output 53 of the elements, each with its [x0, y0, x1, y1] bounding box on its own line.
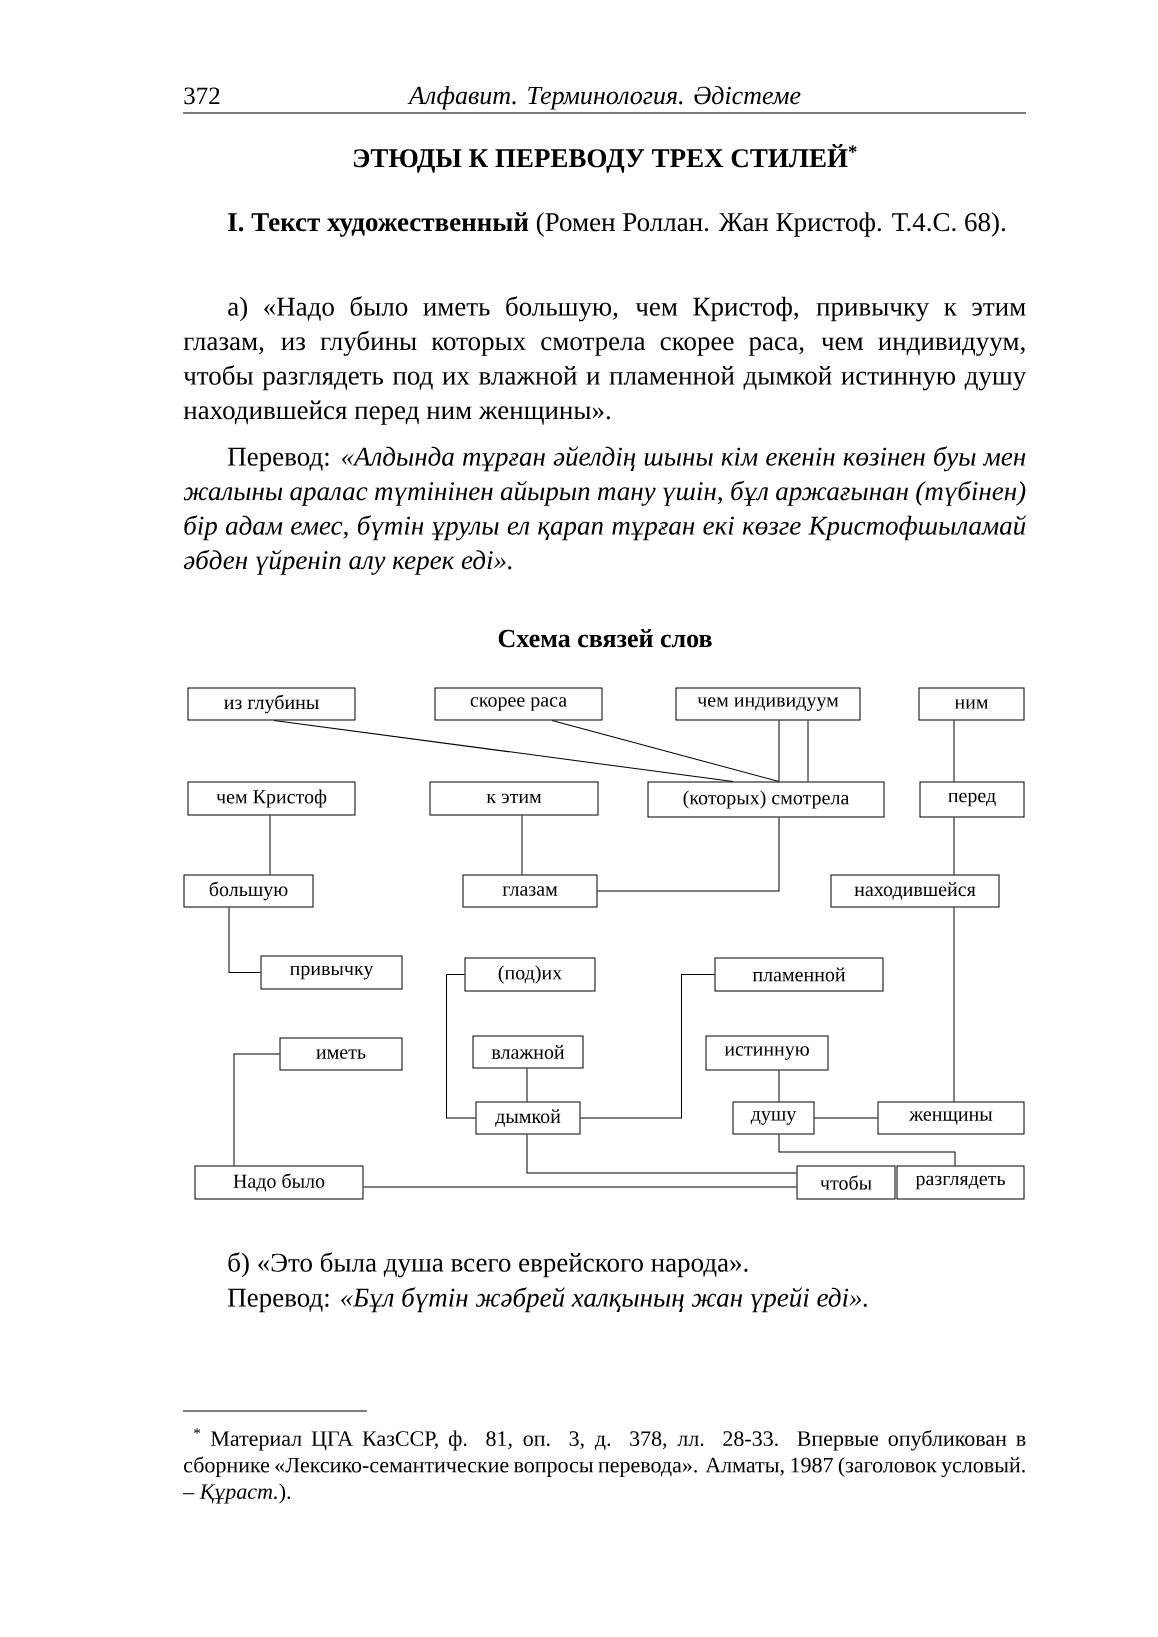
word-box: пламенной [714, 957, 884, 992]
connector-line [778, 1134, 956, 1166]
connector-line [233, 1053, 280, 1166]
connector-line [807, 720, 809, 782]
word-box: разглядеть [896, 1165, 1025, 1200]
connector-line [446, 974, 476, 1119]
connector-line [778, 720, 780, 782]
connector-line [526, 1068, 528, 1102]
connector-line [269, 815, 271, 875]
word-box: ним [918, 687, 1025, 721]
word-box: чтобы [796, 1165, 896, 1200]
word-box: из глубины [187, 687, 356, 721]
connector-line [953, 720, 955, 782]
paragraph: Перевод: «Алдында тұрған әйелдің шыны кім екенін көзінен буы мен жалыны аралас түтінінен айырып тану үшін, бұл аржағынан (түбінен) бір адам емес, бүтін ұрулы ел қарап тұрған екі көзге Кристофшыламай әбден үйреніп алу керек еді». [183, 446, 1026, 575]
word-box: большую [183, 874, 314, 908]
word-box: перед [919, 781, 1025, 818]
word-box: чем Кристоф [187, 781, 356, 816]
word-box: скорее раса [434, 687, 603, 721]
paragraph: а) «Надо было иметь большую, чем Кристоф, привычку к этим глазам, из глубины которых смотрела скорее раса, чем индивидуум, чтобы разглядеть под их влажной и пламенной дымкой истинную душу находившейся перед ним женщины». [183, 296, 1027, 425]
word-box: душу [732, 1101, 815, 1135]
word-box: глазам [462, 874, 598, 908]
connector-line [597, 817, 780, 892]
word-box: дымкой [475, 1101, 581, 1135]
word-box: (которых) смотрела [647, 781, 885, 818]
diagram-title: Схема связей слов [498, 629, 712, 648]
page-number: 372 [184, 87, 220, 105]
paragraph: I. Текст художественный (Ромен Роллан. Жан Кристоф. Т.4.С. 68). [228, 212, 1005, 237]
word-box: истинную [705, 1035, 829, 1071]
connector-line [814, 1117, 878, 1119]
running-head: Алфавит. Терминология. Әдістеме [407, 85, 801, 110]
footnote: $^{*}$ Материал ЦГА КазССР, ф. 81, оп. 3, д. 378, лл. 28-33. Впервые опубликован в сборнике «Лексико-семантические вопросы перевода». Алматы, 1987 (заголовок условый. – Құраст.). [183, 1428, 1026, 1504]
word-box: чем индивидуум [675, 687, 861, 721]
connector-line [526, 1134, 797, 1174]
word-box: влажной [472, 1035, 584, 1069]
connector-line [953, 817, 955, 875]
word-box: находившейся [830, 874, 1000, 908]
connector-line [778, 1070, 780, 1102]
word-box: иметь [279, 1037, 403, 1071]
connector-line [273, 720, 734, 782]
connector-line [228, 907, 261, 973]
connector-line [363, 1186, 797, 1188]
word-box: Надо было [194, 1165, 364, 1200]
connector-line [580, 974, 715, 1119]
connector-line [551, 720, 780, 782]
connector-line [521, 815, 523, 875]
word-box: (под)их [464, 957, 596, 992]
connector-line [953, 907, 955, 1102]
heading: ЭТЮДЫ К ПЕРЕВОДУ ТРЕХ СТИЛЕЙ$^{*}$ [353, 144, 857, 173]
paragraph: Перевод: «Бұл бүтін жәбрей халқының жан үрейі еді». [228, 1287, 867, 1313]
word-box: женщины [877, 1101, 1025, 1135]
paragraph: б) «Это была душа всего еврейского народа». [228, 1252, 748, 1278]
word-box: к этим [429, 781, 599, 816]
word-box: привычку [260, 955, 403, 990]
